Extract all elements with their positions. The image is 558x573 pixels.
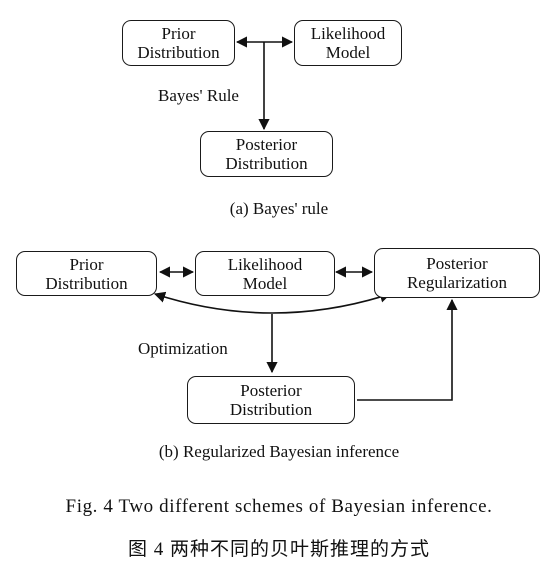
regularization-label: Regularization	[406, 273, 508, 292]
regularization-posterior-label: Posterior	[426, 254, 488, 273]
likelihood-label-b: Likelihood	[227, 254, 303, 274]
posterior-label-a: Posterior	[235, 135, 298, 154]
distribution-label-a: Distribution	[137, 43, 220, 62]
prior-label-a: Prior	[161, 24, 196, 43]
posterior-distribution-box-a: Posterior Distribution	[200, 131, 333, 177]
arrow-feedback-b	[357, 298, 458, 401]
model-label-b: Model	[242, 273, 288, 293]
prior-label-b: Prior	[69, 254, 104, 274]
likelihood-label-a: Likelihood	[310, 24, 386, 43]
posterior-distribution-label-b: Distribution	[229, 400, 313, 419]
posterior-regularization-box: Posterior Regularization	[374, 248, 540, 298]
bayes-rule-label: Bayes' Rule	[158, 86, 239, 105]
prior-distribution-box-a: Prior Distribution	[122, 20, 235, 66]
likelihood-model-box-b: Likelihood Model	[195, 251, 335, 296]
likelihood-model-box-a: Likelihood Model	[294, 20, 402, 66]
arc-prior-regularization-b	[153, 291, 392, 314]
posterior-distribution-label-a: Distribution	[225, 154, 308, 173]
distribution-label-b: Distribution	[45, 273, 128, 293]
subcaption-a: (a) Bayes' rule	[229, 199, 329, 218]
subcaption-b: (b) Regularized Bayesian inference	[158, 442, 400, 461]
model-label-a: Model	[325, 43, 371, 62]
figure-caption-en: Fig. 4 Two different schemes of Bayesian…	[65, 496, 493, 517]
optimization-label: Optimization	[138, 339, 228, 358]
posterior-distribution-box-b: Posterior Distribution	[187, 376, 355, 424]
posterior-label-b: Posterior	[240, 381, 302, 400]
prior-distribution-box-b: Prior Distribution	[16, 251, 157, 296]
figure-caption-zh: 图 4 两种不同的贝叶斯推理的方式	[127, 539, 430, 560]
